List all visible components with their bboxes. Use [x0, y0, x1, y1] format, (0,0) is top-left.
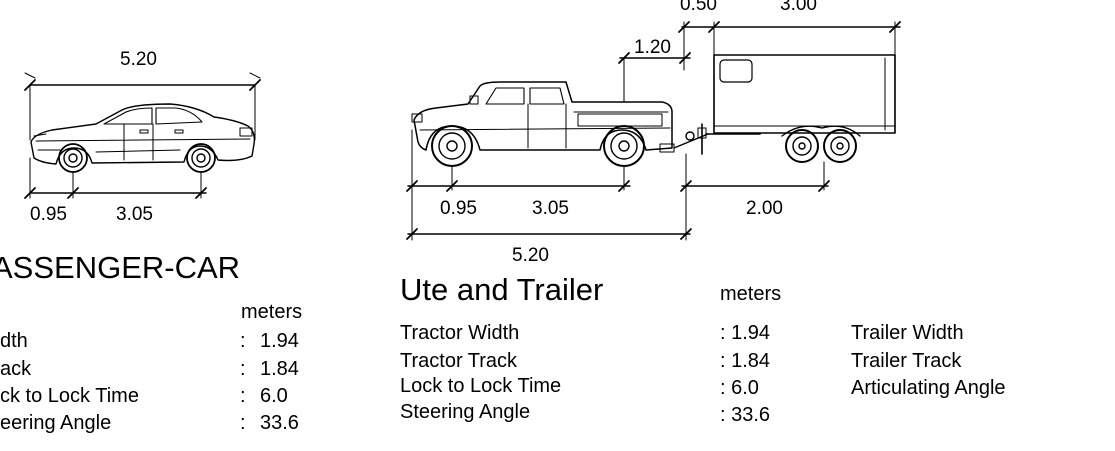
trailer-spec-label: Articulating Angle [851, 377, 1006, 399]
trailer-wheelbase-label: 2.00 [746, 198, 783, 219]
ute-spec-value: : 1.84 [720, 350, 771, 372]
car-length-label: 5.20 [120, 49, 157, 70]
dim-050-label: 0.50 [680, 0, 717, 15]
car-spec-value: 1.84 [260, 358, 299, 380]
car-spec-sep: : [240, 385, 246, 407]
car-spec-value: 1.94 [260, 330, 299, 352]
ute-spec-label: Tractor Track [400, 350, 518, 372]
car-spec-label: ck to Lock Time [0, 385, 139, 407]
ute-spec-value: : 33.6 [720, 404, 771, 426]
trailer-spec-label: Trailer Width [851, 322, 964, 344]
car-spec-sep: : [240, 358, 246, 380]
trailer-spec-label: Trailer Track [851, 350, 962, 372]
ute-spec-label: Steering Angle [400, 401, 531, 423]
ute-spec-label: Lock to Lock Time [400, 375, 562, 397]
car-spec-label: ack [0, 358, 32, 380]
car-spec-label: dth [0, 330, 28, 352]
ute-spec-value: : 1.94 [720, 322, 771, 344]
car-front-overhang-label: 0.95 [30, 204, 67, 225]
car-spec-sep: : [240, 330, 246, 352]
ute-spec-label: Tractor Width [400, 322, 520, 344]
ute-front-overhang-label: 0.95 [440, 198, 477, 219]
ute-trailer-drawing [406, 21, 901, 241]
ute-wheelbase-label: 3.05 [532, 198, 569, 219]
car-spec-sep: : [240, 412, 246, 434]
dim-120-label: 1.20 [634, 37, 671, 58]
car-spec-value: 33.6 [260, 412, 299, 434]
car-spec-value: 6.0 [260, 385, 288, 407]
trailer-box [713, 54, 896, 134]
dim-300-label: 3.00 [780, 0, 817, 15]
ute-title: Ute and Trailer [400, 272, 604, 307]
ute-length-label: 5.20 [512, 245, 549, 266]
ute-spec-value: : 6.0 [720, 377, 759, 399]
car-wheelbase-label: 3.05 [116, 204, 153, 225]
car-title: ASSENGER-CAR [0, 250, 241, 285]
passenger-car-drawing [24, 72, 261, 199]
car-units: meters [241, 301, 303, 323]
car-spec-label: eering Angle [0, 412, 112, 434]
ute-units: meters [720, 283, 782, 305]
